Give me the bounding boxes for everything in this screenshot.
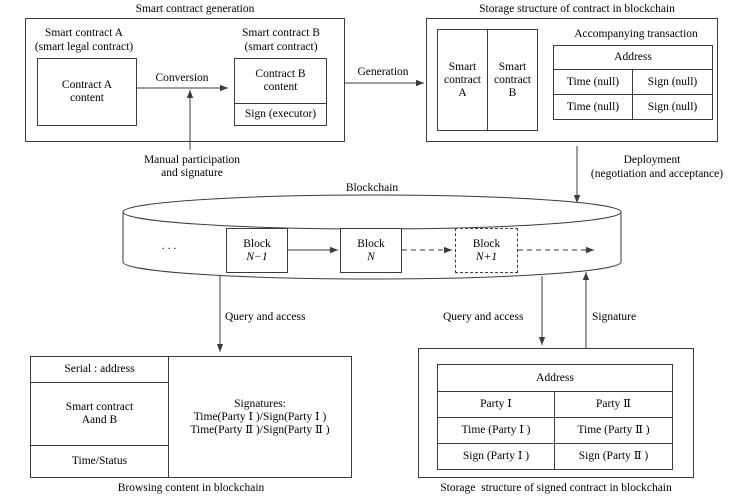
label-manual-participation-line1: Manual participation bbox=[143, 154, 241, 166]
cell-text: Sign (null) bbox=[647, 100, 698, 113]
box-smart-contract-a: Smart contract A bbox=[437, 29, 488, 131]
caption-signed-contract-storage: Storage structure of signed contract in … bbox=[440, 482, 672, 494]
label-conversion: Conversion bbox=[155, 72, 209, 84]
label-signature: Signature bbox=[592, 311, 637, 323]
label-accompanying-transaction: Accompanying transaction bbox=[574, 28, 698, 40]
accompanying-table-header: Address bbox=[553, 45, 713, 70]
accompanying-row1-sign: Sign (null) bbox=[632, 69, 713, 95]
cell-text: Sign (null) bbox=[647, 75, 698, 88]
browse-signatures-panel: Signatures:Time(Party Ⅰ )/Sign(Party Ⅰ )… bbox=[168, 356, 352, 478]
title-blockchain: Blockchain bbox=[345, 182, 399, 194]
accompanying-row2-time: Time (null) bbox=[553, 94, 633, 120]
label-query-and-access-right: Query and access bbox=[443, 311, 524, 323]
label-deployment-line1: Deployment bbox=[623, 154, 681, 166]
cell-text: Time (null) bbox=[566, 75, 620, 88]
title-smart-contract-generation: Smart contract generation bbox=[135, 3, 255, 15]
heading-smart-contract-b-line2: (smart contract) bbox=[244, 41, 318, 53]
signed-row3-sign2: Sign (Party Ⅱ ) bbox=[554, 443, 673, 470]
cell-text: Serial : address bbox=[64, 363, 135, 375]
smart-contract-a-text: Smart contract A bbox=[443, 60, 482, 99]
accompanying-row1-time: Time (null) bbox=[553, 69, 633, 95]
title-storage-structure-of-contract: Storage structure of contract in blockch… bbox=[479, 3, 675, 15]
cell-text: Sign (Party Ⅰ ) bbox=[462, 450, 530, 462]
smart-contract-b-text: Smart contract B bbox=[493, 60, 532, 99]
label-manual-participation-line2: and signature bbox=[161, 167, 223, 179]
box-smart-contract-b: Smart contract B bbox=[487, 29, 538, 131]
cell-text: Party Ⅰ bbox=[480, 398, 512, 410]
label-query-and-access-left: Query and access bbox=[225, 311, 306, 323]
accompanying-row2-sign: Sign (null) bbox=[632, 94, 713, 120]
browse-signatures-text: Signatures:Time(Party Ⅰ )/Sign(Party Ⅰ )… bbox=[190, 397, 330, 436]
cell-text: Time (null) bbox=[566, 100, 620, 113]
accompanying-address-text: Address bbox=[614, 51, 652, 63]
signed-row3-sign1: Sign (Party Ⅰ ) bbox=[437, 443, 555, 470]
cell-text: Party Ⅱ bbox=[596, 398, 631, 410]
cell-text: Address bbox=[536, 371, 574, 384]
cell-text: Time (Party Ⅱ ) bbox=[577, 424, 650, 436]
heading-smart-contract-b-line1: Smart contract B bbox=[242, 27, 320, 39]
label-deployment-line2: (negotiation and acceptance) bbox=[590, 168, 724, 180]
signed-table-header: Address bbox=[437, 364, 673, 392]
blockchain-ellipsis: ··· bbox=[161, 243, 179, 255]
signed-row2-time1: Time (Party Ⅰ ) bbox=[437, 417, 555, 444]
cell-text: Time (Party Ⅰ ) bbox=[461, 424, 531, 436]
browse-row-time-status: Time/Status bbox=[30, 445, 169, 478]
heading-smart-contract-a-line2: (smart legal contract) bbox=[34, 41, 134, 53]
box-contract-b-sign: Sign (executor) bbox=[234, 103, 327, 126]
label-generation: Generation bbox=[357, 66, 409, 78]
panel-storage-structure-of-contract bbox=[426, 18, 718, 142]
signed-row1-party1: Party Ⅰ bbox=[437, 391, 555, 418]
signed-row1-party2: Party Ⅱ bbox=[554, 391, 673, 418]
panel-smart-contract-generation bbox=[25, 18, 345, 142]
cell-text: Time/Status bbox=[71, 455, 128, 467]
contract-b-sign-text: Sign (executor) bbox=[244, 108, 317, 120]
signed-row2-time2: Time (Party Ⅱ ) bbox=[554, 417, 673, 444]
panel-signed-contract-storage bbox=[418, 348, 694, 478]
heading-smart-contract-a-line1: Smart contract A bbox=[45, 27, 123, 39]
cell-text: Sign (Party Ⅱ ) bbox=[578, 450, 649, 462]
browse-row-serial-address: Serial : address bbox=[30, 356, 169, 383]
caption-browsing-content: Browsing content in blockchain bbox=[117, 482, 265, 494]
